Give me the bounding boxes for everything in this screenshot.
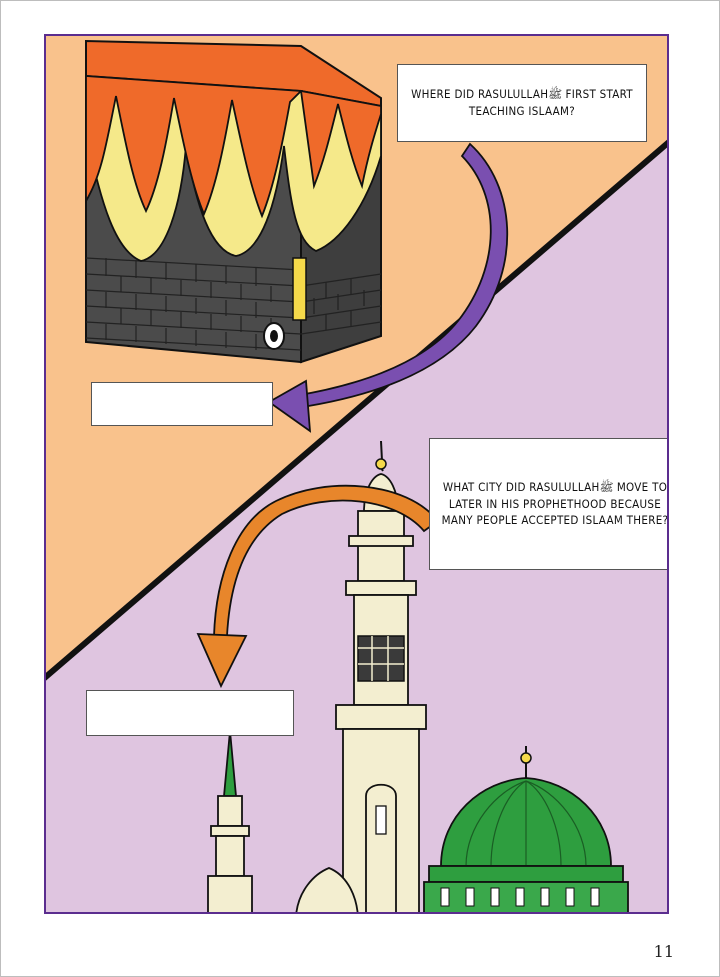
masjid-nabawi-illustration bbox=[207, 440, 629, 912]
panel-illustration bbox=[46, 36, 667, 912]
green-dome bbox=[423, 746, 629, 912]
diagonal-divider bbox=[46, 139, 667, 681]
question-1-text: Where did Rasulullahﷺ first start teachi… bbox=[411, 87, 633, 118]
question-2-text: What city did Rasulullahﷺ move to later … bbox=[441, 479, 669, 528]
worksheet-panel: Where did Rasulullahﷺ first start teachi… bbox=[44, 34, 669, 914]
main-minaret bbox=[335, 440, 427, 912]
purple-arrow bbox=[267, 142, 509, 433]
page-number: 11 bbox=[653, 942, 674, 961]
answer-box-2[interactable] bbox=[86, 690, 294, 736]
kaaba-illustration bbox=[85, 39, 382, 364]
left-minaret bbox=[207, 730, 253, 912]
question-box-2: What city did Rasulullahﷺ move to later … bbox=[429, 438, 669, 570]
answer-box-1[interactable] bbox=[91, 382, 273, 426]
orange-arrow bbox=[196, 484, 440, 689]
question-box-1: Where did Rasulullahﷺ first start teachi… bbox=[397, 64, 647, 142]
